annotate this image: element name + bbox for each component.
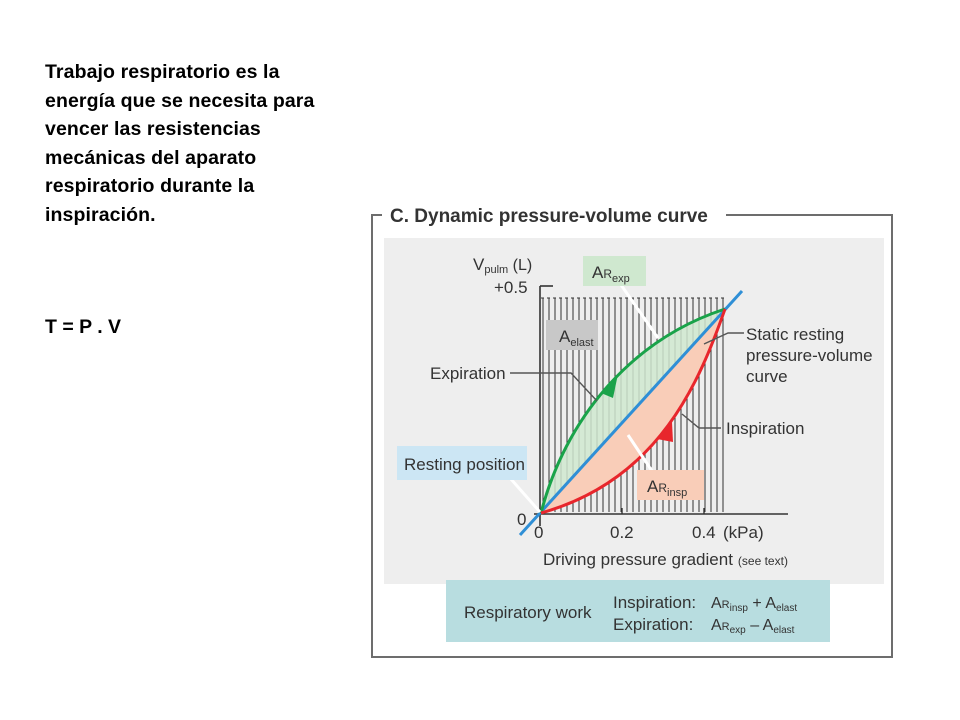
x-tick-label: 0 — [534, 523, 543, 542]
work-expiration-label: Expiration: — [613, 615, 693, 634]
x-tick-label: 0.4 — [692, 523, 716, 542]
ar-exp-box — [583, 256, 646, 286]
intro-line: vencer las resistencias — [45, 118, 261, 141]
ar-insp-box — [637, 470, 704, 500]
work-inspiration-label: Inspiration: — [613, 593, 696, 612]
resting-position-leader — [508, 477, 542, 513]
x-unit-label: (kPa) — [723, 523, 764, 542]
inspiration-label: Inspiration — [726, 419, 804, 438]
inspiration-arrowhead — [657, 422, 673, 442]
resting-position-box — [397, 446, 527, 480]
work-inspiration-formula: ARinsp + Aelast — [711, 595, 797, 614]
respiratory-work-title: Respiratory work — [464, 603, 592, 622]
intro-line: respiratorio durante la — [45, 175, 255, 198]
pressure-volume-diagram: C. Dynamic pressure-volume curve Vpulm (… — [371, 202, 893, 658]
inspiration-leader — [681, 413, 721, 429]
expiration-arrowhead — [601, 374, 618, 398]
static-curve-label-line: curve — [746, 367, 788, 386]
expiration-leader — [510, 372, 598, 402]
title-gap — [382, 202, 726, 230]
respiratory-work-box — [446, 580, 830, 642]
figure-title: C. Dynamic pressure-volume curve — [390, 206, 708, 227]
static-curve-leader — [703, 332, 744, 345]
static-curve-label-line: pressure-volume — [746, 346, 873, 365]
work-expiration-formula: ARexp – Aelast — [711, 617, 795, 636]
ar-exp-label: ARexp — [592, 263, 630, 285]
static-pressure-volume-line — [518, 289, 744, 537]
static-curve-label-line: Static resting — [746, 325, 844, 344]
work-formula: T = P . V — [45, 316, 122, 338]
a-elast-box — [546, 320, 598, 350]
ar-insp-leader — [626, 434, 656, 475]
x-tick-label: 0.2 — [610, 523, 634, 542]
ar-exp-leader — [617, 281, 660, 339]
y-tick-label-zero: 0 — [517, 510, 526, 529]
intro-line: Trabajo respiratorio es la — [45, 61, 280, 83]
a-elast-label: Aelast — [559, 327, 594, 349]
intro-line: energía que se necesita para — [45, 89, 315, 112]
intro-line: mecánicas del aparato — [45, 146, 257, 169]
intro-paragraph: Trabajo respiratorio es la energía que s… — [45, 58, 425, 230]
pressure-volume-figure: C. Dynamic pressure-volume curve Vpulm (… — [360, 190, 900, 667]
expiration-label: Expiration — [430, 364, 506, 383]
y-tick-label-top: +0.5 — [494, 278, 528, 297]
resting-position-label: Resting position — [404, 455, 525, 474]
x-axis-label: Driving pressure gradient(see text) — [543, 550, 788, 569]
y-axis-label: Vpulm (L) — [473, 255, 532, 276]
ar-insp-label: ARinsp — [647, 477, 687, 499]
inspiration-curve — [540, 308, 727, 515]
intro-line: inspiración. — [45, 203, 156, 226]
